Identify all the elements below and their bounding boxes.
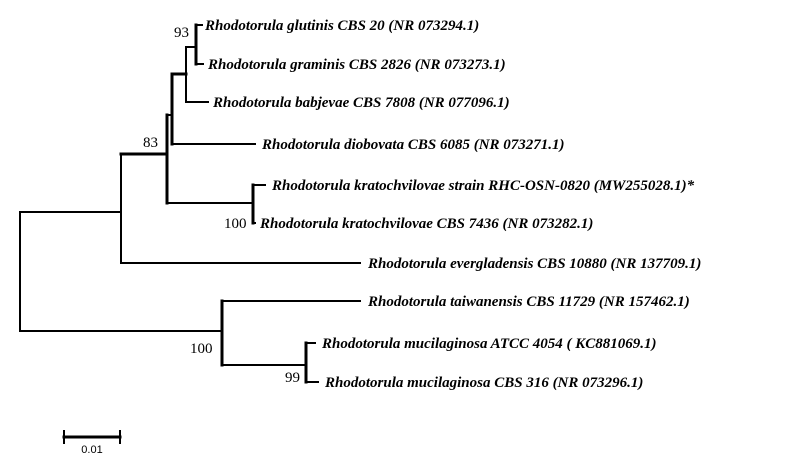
- taxon-label: Rhodotorula kratochvilovae CBS 7436 (NR …: [259, 216, 593, 232]
- taxon-label: Rhodotorula graminis CBS 2826 (NR 073273…: [207, 57, 506, 73]
- scale-bar: 0.01: [62, 430, 122, 456]
- taxon-label: Rhodotorula babjevae CBS 7808 (NR 077096…: [212, 95, 510, 111]
- bootstrap-value: 83: [143, 135, 158, 151]
- bootstrap-value: 100: [224, 216, 247, 232]
- taxon-label: Rhodotorula evergladensis CBS 10880 (NR …: [367, 256, 701, 272]
- taxon-label: Rhodotorula glutinis CBS 20 (NR 073294.1…: [204, 18, 479, 34]
- bootstrap-value: 100: [190, 341, 213, 357]
- taxon-label: Rhodotorula kratochvilovae strain RHC-OS…: [271, 178, 695, 194]
- bootstrap-value: 99: [285, 370, 300, 386]
- scale-bar-label: 0.01: [81, 444, 102, 456]
- taxon-label: Rhodotorula mucilaginosa ATCC 4054 ( KC8…: [321, 336, 657, 352]
- taxon-label: Rhodotorula diobovata CBS 6085 (NR 07327…: [261, 137, 565, 153]
- bootstrap-value: 93: [174, 25, 189, 41]
- taxon-label: Rhodotorula mucilaginosa CBS 316 (NR 073…: [324, 375, 643, 391]
- taxon-label: Rhodotorula taiwanensis CBS 11729 (NR 15…: [367, 294, 690, 310]
